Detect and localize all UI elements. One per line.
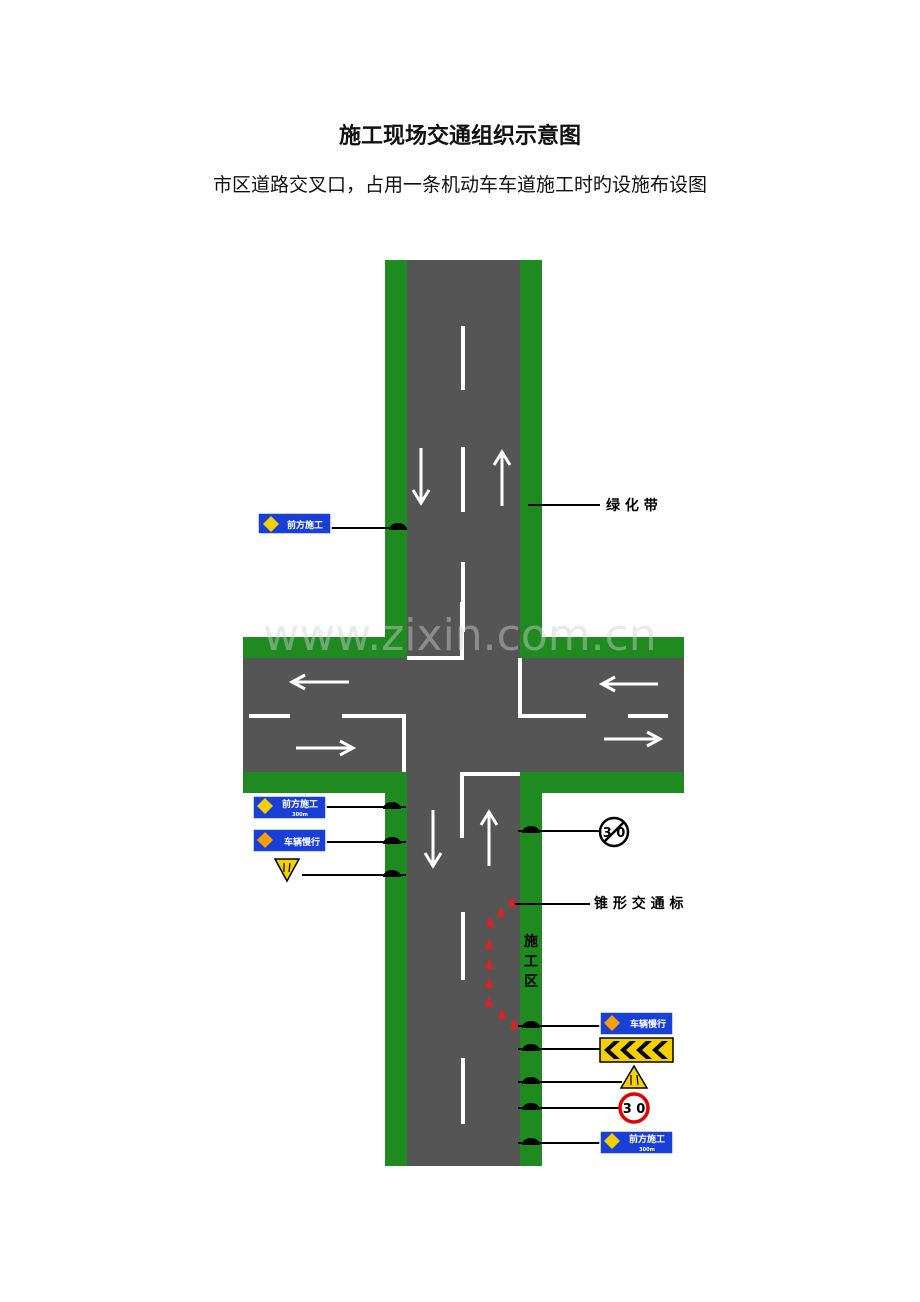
- sign-ahead-construction-north: 前方施工: [257, 512, 332, 535]
- construction-icon: [604, 1133, 620, 1149]
- arrow-right-west: [296, 739, 357, 757]
- traffic-cone: [485, 958, 493, 969]
- sign-speed-limit-release: 3 0: [598, 816, 630, 848]
- traffic-cone: [485, 977, 493, 988]
- svg-text:前方施工: 前方施工: [282, 798, 318, 810]
- sign-chevron-guide: [599, 1037, 674, 1063]
- sign-ahead-construction-300m-east: 前方施工 300m: [599, 1130, 674, 1155]
- stop-line-west: [342, 714, 406, 772]
- arrow-down-north: [411, 448, 431, 506]
- traffic-cone: [498, 1008, 506, 1019]
- road-horizontal: [243, 658, 684, 772]
- work-zone-label: 施 工 区: [524, 933, 538, 990]
- sign-slow-down-west: 车辆慢行: [252, 828, 327, 853]
- svg-text:前方施工: 前方施工: [629, 1133, 665, 1145]
- sign-narrow-road-west: [273, 858, 301, 883]
- sign-narrow-road-east: [619, 1064, 649, 1089]
- arrow-left-west: [288, 673, 349, 691]
- construction-icon: [257, 798, 273, 814]
- arrow-up-north: [492, 449, 512, 506]
- slow-icon: [257, 832, 273, 848]
- stop-line-east: [518, 658, 586, 718]
- work-zone-char: 区: [524, 974, 538, 990]
- watermark: www.zixin.com.cn: [263, 610, 656, 661]
- stop-line-north: [407, 602, 464, 660]
- traffic-cone: [486, 916, 494, 927]
- sign-bases: [383, 523, 540, 1145]
- page-title: 施工现场交通组织示意图: [338, 123, 581, 149]
- arrow-left-east: [598, 675, 658, 693]
- direction-arrows: [288, 448, 664, 869]
- sign-ahead-construction-300m-west: 前方施工 300m: [252, 795, 327, 820]
- svg-text:车辆慢行: 车辆慢行: [284, 836, 320, 848]
- cone-label: 锥 形 交 通 标: [594, 895, 684, 912]
- svg-text:300m: 300m: [292, 812, 308, 818]
- construction-icon: [263, 516, 279, 532]
- lane-markings: [249, 326, 668, 1124]
- green-belt-label: 绿 化 带: [606, 497, 658, 514]
- slow-icon: [604, 1015, 620, 1031]
- page-subtitle: 市区道路交叉口，占用一条机动车车道施工时旳设施布设图: [212, 174, 707, 196]
- traffic-cone: [508, 896, 516, 907]
- svg-text:300m: 300m: [639, 1147, 655, 1153]
- arrow-up-south: [479, 809, 499, 866]
- sign-slow-down-east: 车辆慢行: [599, 1011, 674, 1036]
- traffic-cone: [497, 906, 505, 917]
- svg-text:车辆慢行: 车辆慢行: [630, 1018, 666, 1030]
- svg-text:3 0: 3 0: [623, 1102, 646, 1117]
- traffic-cones: [485, 896, 518, 1029]
- traffic-cone: [485, 996, 493, 1007]
- traffic-cone: [510, 1018, 518, 1029]
- svg-text:前方施工: 前方施工: [287, 519, 323, 531]
- traffic-cone: [485, 938, 493, 949]
- sign-speed-limit: 3 0: [618, 1092, 650, 1124]
- arrow-right-east: [604, 730, 664, 748]
- work-zone-char: 工: [524, 954, 538, 970]
- work-zone-char: 施: [524, 933, 538, 950]
- arrow-down-south: [423, 810, 443, 869]
- stop-line-south: [460, 772, 520, 838]
